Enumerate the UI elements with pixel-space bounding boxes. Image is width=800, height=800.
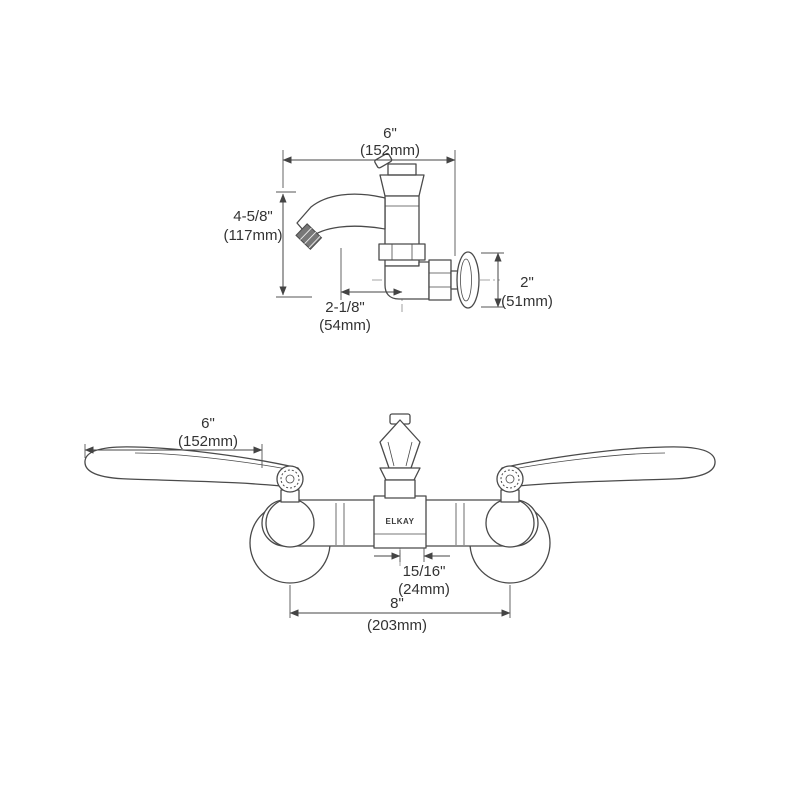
outlet-center-in-label: 15/16" xyxy=(403,563,446,580)
handle-length-mm-label: (152mm) xyxy=(178,433,238,450)
manifold-hub-left xyxy=(265,498,315,548)
bonnet-cap xyxy=(387,163,417,176)
center-body xyxy=(384,479,416,499)
dim-outlet-center: 15/16" (24mm) xyxy=(374,548,450,598)
center-spread-mm-label: (203mm) xyxy=(367,617,427,634)
spout-reach-mm-label: (152mm) xyxy=(360,142,420,159)
center-spread-in-label: 8" xyxy=(390,595,404,612)
center-handle xyxy=(379,419,421,469)
brand-label: ELKAY xyxy=(386,517,415,526)
wrist-blade-right xyxy=(497,446,716,489)
dim-outlet-offset: 2-1/8" (54mm) xyxy=(319,248,403,334)
bonnet xyxy=(379,174,425,197)
handle-hub-left xyxy=(276,465,304,493)
dim-spout-height: 4-5/8" (117mm) xyxy=(224,191,312,298)
spout-reach-in-label: 6" xyxy=(383,125,397,142)
aerator-tip xyxy=(295,223,323,250)
elbow xyxy=(384,261,430,300)
dim-spout-reach: 6" (152mm) xyxy=(282,125,456,256)
spout-height-mm-label: (117mm) xyxy=(224,227,283,244)
flange-depth-mm-label: (51mm) xyxy=(501,293,553,310)
wall-flange-side xyxy=(456,251,480,309)
dim-handle-length: 6" (152mm) xyxy=(84,415,263,468)
wrist-blade-left xyxy=(84,446,303,489)
center-bonnet xyxy=(379,467,421,481)
handle-hub-right xyxy=(496,465,524,493)
spout-height-in-label: 4-5/8" xyxy=(233,208,273,225)
handle-length-in-label: 6" xyxy=(201,415,215,432)
hex-nut xyxy=(428,259,452,301)
outlet-offset-in-label: 2-1/8" xyxy=(325,299,365,316)
outlet-center-mm-label: (24mm) xyxy=(398,581,450,598)
side-view-drawing: 6" (152mm) 4-5/8" (117mm) 2-1/8" (54mm) … xyxy=(224,125,553,334)
manifold-hub-right xyxy=(485,498,535,548)
front-view-drawing: ELKAY 6" xyxy=(84,413,716,634)
outlet-offset-mm-label: (54mm) xyxy=(319,317,371,334)
dim-flange-depth: 2" (51mm) xyxy=(481,252,553,310)
dim-center-spread: 8" (203mm) xyxy=(289,585,511,634)
coupling-nut xyxy=(378,243,426,261)
flange-depth-in-label: 2" xyxy=(520,274,534,291)
